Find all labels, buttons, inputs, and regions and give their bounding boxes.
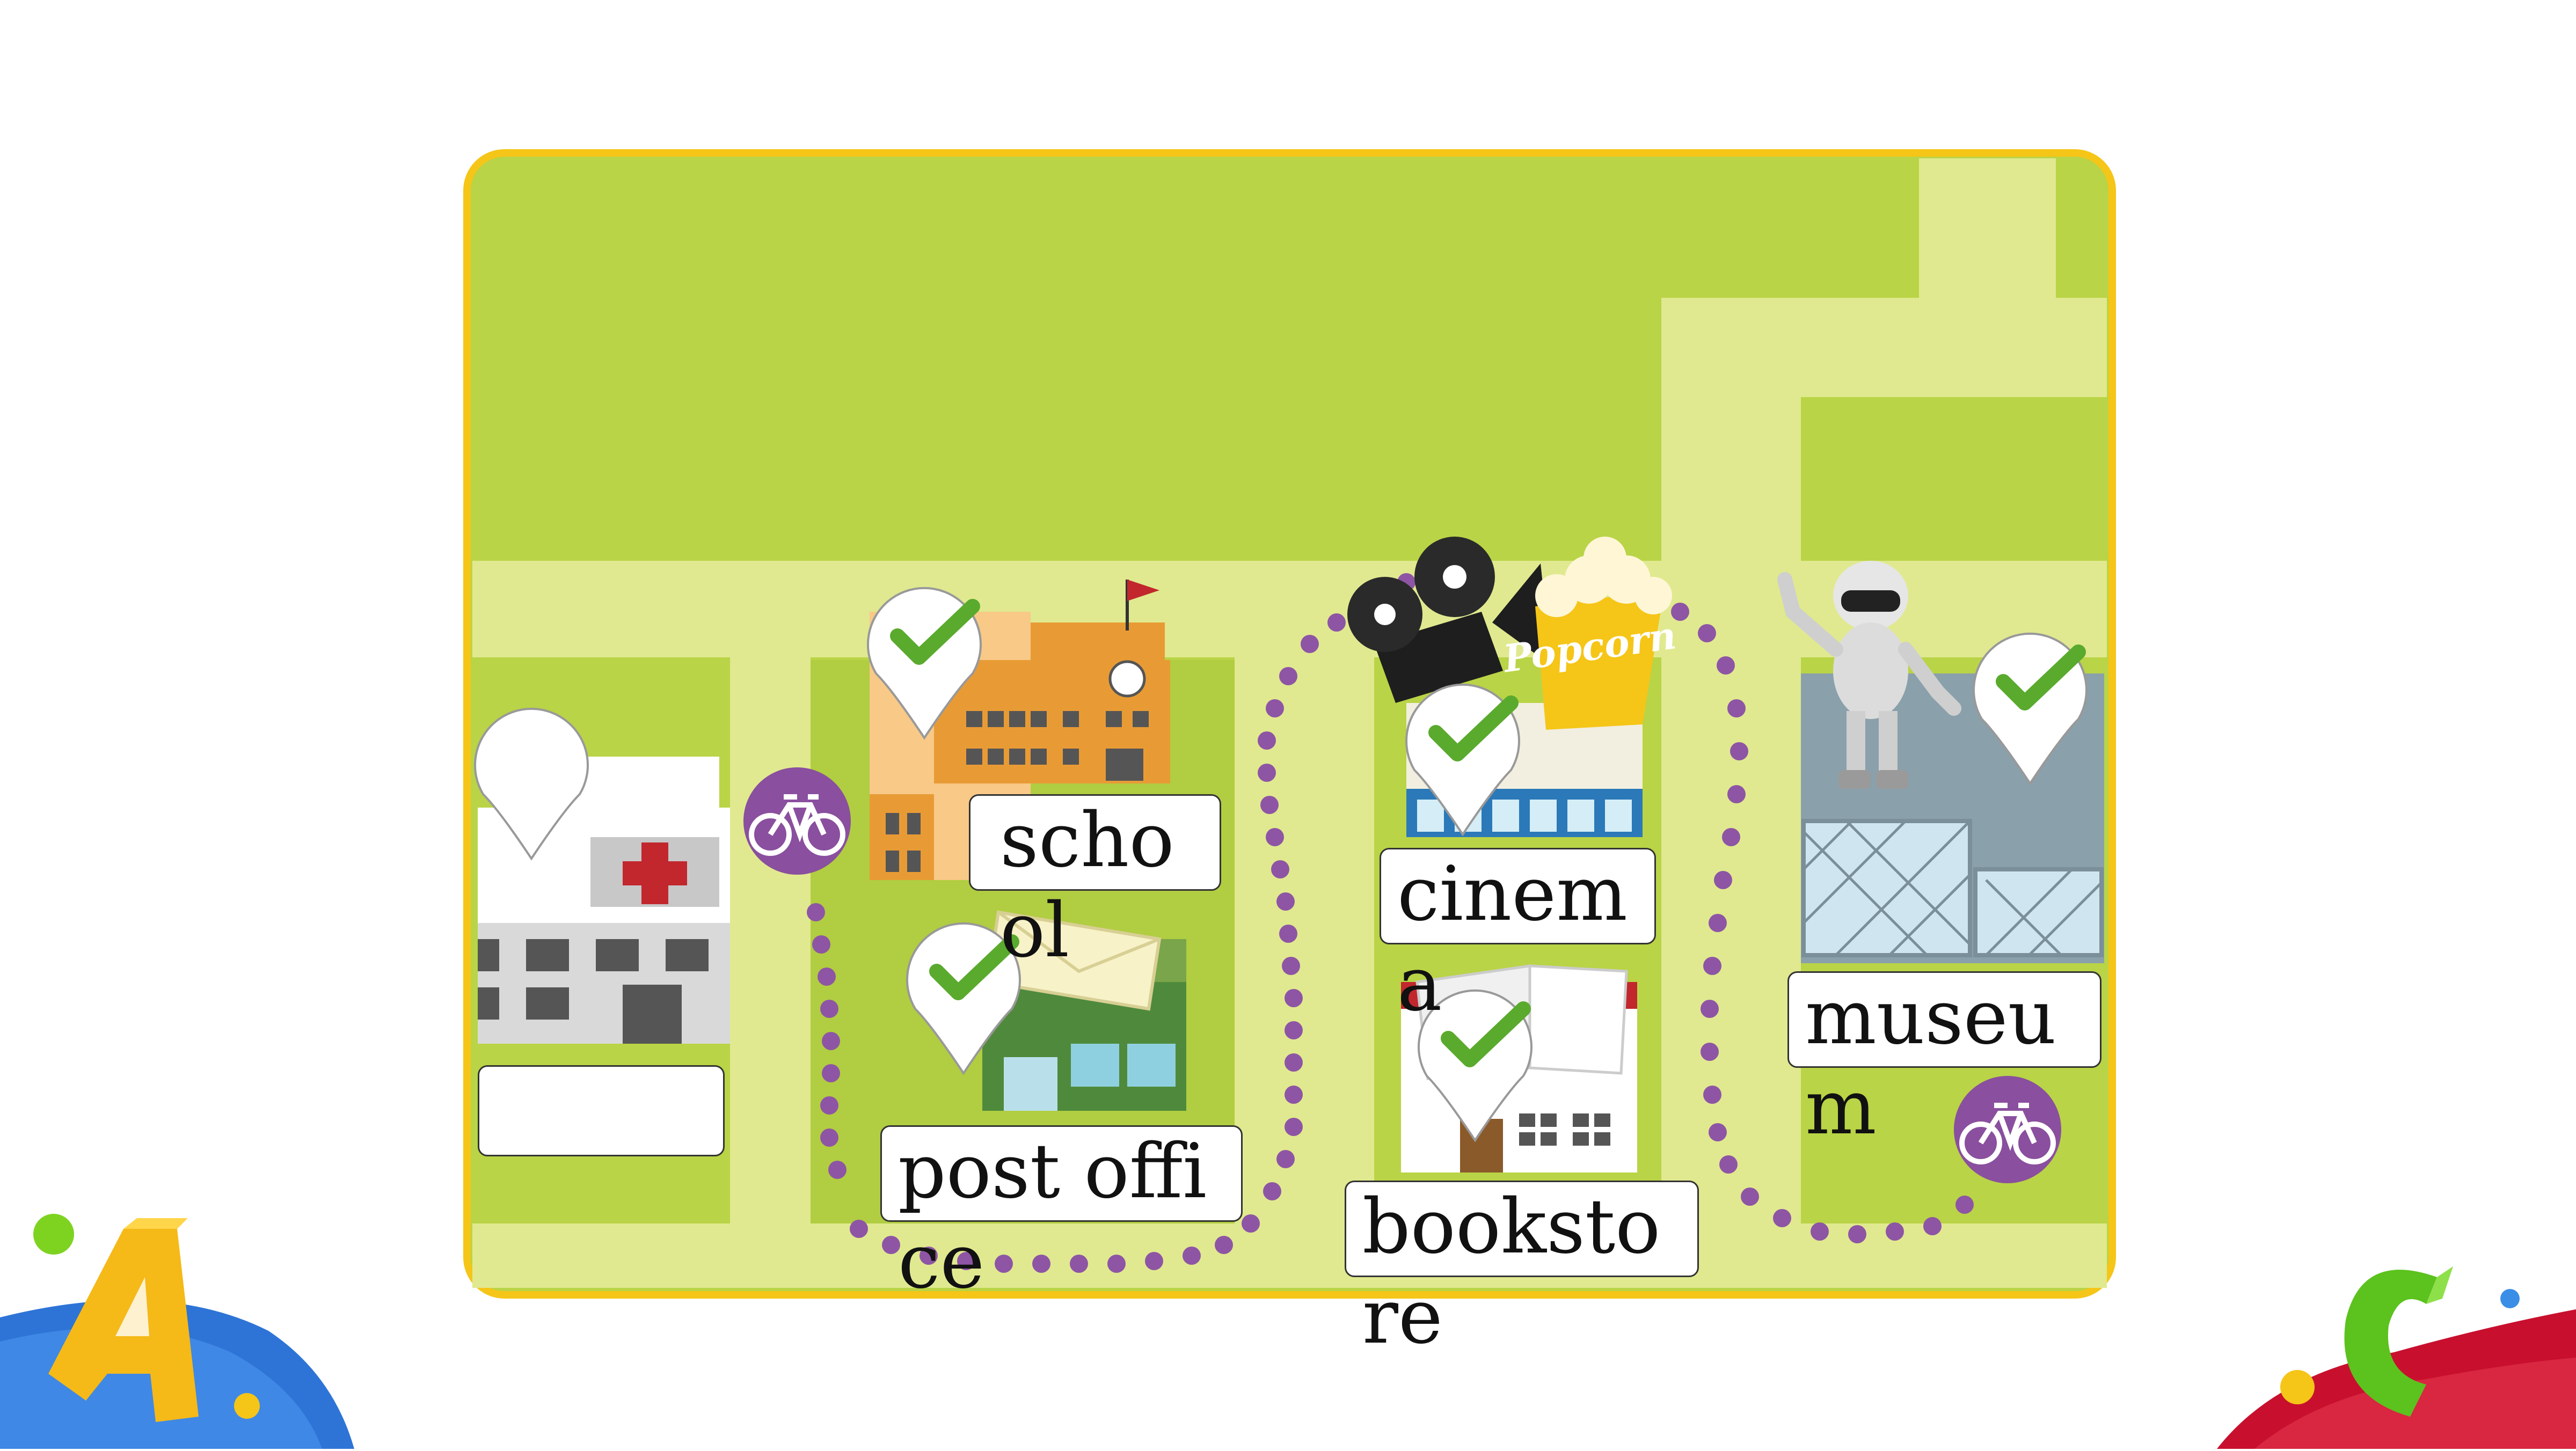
post-office-label-box[interactable]: post office bbox=[880, 1125, 1243, 1306]
robot-icon bbox=[1777, 561, 1961, 789]
bike-route bbox=[807, 573, 1974, 1273]
check-icon bbox=[1405, 683, 1520, 837]
bookstore-label-box[interactable]: bookstore bbox=[1345, 1181, 1699, 1361]
bicycle-icon bbox=[1954, 1076, 2061, 1183]
hospital-label-box[interactable] bbox=[478, 1065, 725, 1156]
check-icon bbox=[1973, 632, 2088, 786]
hospital-building bbox=[478, 757, 730, 1044]
museum-building bbox=[1777, 561, 2104, 963]
map-pin-icon bbox=[474, 707, 589, 861]
check-icon bbox=[906, 922, 1021, 1075]
museum-label-box[interactable]: museum bbox=[1787, 971, 2101, 1152]
check-icon bbox=[1418, 989, 1533, 1142]
check-icon bbox=[867, 587, 982, 740]
bicycle-icon bbox=[743, 767, 851, 875]
school-label-box[interactable]: school bbox=[969, 794, 1221, 974]
letter-a-icon bbox=[48, 1218, 199, 1422]
cinema-label-box[interactable]: cinema bbox=[1380, 848, 1656, 1028]
letter-c-icon bbox=[2344, 1266, 2453, 1417]
